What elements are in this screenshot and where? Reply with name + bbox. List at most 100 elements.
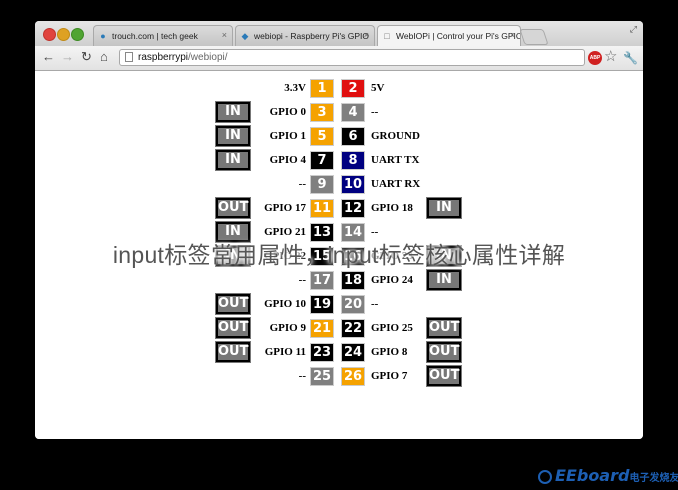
gpio-direction-button[interactable]: IN [426,269,462,291]
pin-label: GPIO 1 [269,130,306,142]
wrench-icon[interactable]: 🔧 [623,51,638,65]
gpio-direction-button[interactable]: IN [426,245,462,267]
adblock-icon[interactable]: ABP [588,51,602,65]
pin-4[interactable]: 4 [341,103,365,122]
pin-24[interactable]: 24 [341,343,365,362]
page-icon [125,52,133,62]
pin-15[interactable]: 15 [310,247,334,266]
pin-18[interactable]: 18 [341,271,365,290]
tab-title: WebIOPi | Control your Pi's GPIO [396,31,521,41]
pin-label: GPIO 22 [264,250,306,262]
pin-7[interactable]: 7 [310,151,334,170]
pin-label: GPIO 24 [371,274,413,286]
gpio-direction-button[interactable]: OUT [215,317,251,339]
pin-label: GPIO 11 [264,346,306,358]
pin-label: GPIO 25 [371,322,413,334]
tab-close-icon[interactable]: × [221,30,227,40]
pin-16[interactable]: 16 [341,247,365,266]
pin-3[interactable]: 3 [310,103,334,122]
pin-23[interactable]: 23 [310,343,334,362]
tab-webiopi-control[interactable]: □ WebIOPi | Control your Pi's GPIO × [377,25,521,46]
pin-label: GPIO 0 [269,106,306,118]
gpio-direction-button[interactable]: OUT [215,293,251,315]
pin-label: -- [371,226,379,238]
pin-1: 1 [310,79,334,98]
pin-label: GROUND [371,130,420,142]
url-path: /webiopi/ [188,52,228,63]
pin-8[interactable]: 8 [341,151,365,170]
tab-close-icon[interactable]: × [363,30,369,40]
browser-toolbar: ← → ↻ ⌂ raspberrypi/webiopi/ ABP ☆ 🔧 [35,46,643,71]
pin-25[interactable]: 25 [310,367,334,386]
pin-2: 2 [341,79,365,98]
pin-21[interactable]: 21 [310,319,334,338]
gpio-direction-button[interactable]: OUT [426,317,462,339]
tab-strip: ● trouch.com | tech geek × ◆ webiopi - R… [35,21,643,46]
pin-17[interactable]: 17 [310,271,334,290]
pin-10[interactable]: 10 [341,175,365,194]
gpio-direction-button[interactable]: IN [215,125,251,147]
pin-11[interactable]: 11 [310,199,334,218]
pin-label: -- [371,106,379,118]
tab-trouch[interactable]: ● trouch.com | tech geek × [93,25,233,46]
pin-5[interactable]: 5 [310,127,334,146]
pin-label: GPIO 21 [264,226,306,238]
url-host: raspberrypi [138,52,189,63]
pin-label: -- [298,178,306,190]
address-bar[interactable]: raspberrypi/webiopi/ [119,49,585,66]
page-favicon-icon: □ [384,31,390,41]
gpio-direction-button[interactable]: OUT [215,341,251,363]
browser-window: ● trouch.com | tech geek × ◆ webiopi - R… [35,21,643,439]
tab-title: webiopi - Raspberry Pi's GPIO [254,31,369,41]
pin-9[interactable]: 9 [310,175,334,194]
gpio-direction-button[interactable]: IN [426,197,462,219]
gpio-direction-button[interactable]: IN [215,101,251,123]
pin-label: GPIO 7 [371,370,408,382]
back-arrow-icon[interactable]: ← [42,49,55,64]
pin-label: UART RX [371,178,421,190]
forward-arrow-icon[interactable]: → [61,49,74,64]
home-icon[interactable]: ⌂ [100,49,108,64]
bookmark-star-icon[interactable]: ☆ [604,48,618,65]
pin-label: GPIO 4 [269,154,306,166]
pin-label: UART TX [371,154,420,166]
gpio-direction-button[interactable]: IN [215,221,251,243]
pin-label: -- [298,370,306,382]
minimize-window-icon[interactable] [57,28,70,41]
gpio-direction-button[interactable]: OUT [215,197,251,219]
brand-sub: 电子发烧友 [629,473,678,484]
pin-12[interactable]: 12 [341,199,365,218]
pin-label: -- [298,274,306,286]
pin-26[interactable]: 26 [341,367,365,386]
brand-logo: EEboard电子发烧友 [538,466,678,486]
maximize-window-icon[interactable] [71,28,84,41]
pin-13[interactable]: 13 [310,223,334,242]
close-window-icon[interactable] [43,28,56,41]
tab-title: trouch.com | tech geek [112,31,198,41]
brand-logo-icon [538,469,552,484]
pin-22[interactable]: 22 [341,319,365,338]
pin-6[interactable]: 6 [341,127,365,146]
pin-20[interactable]: 20 [341,295,365,314]
drupal-favicon-icon: ● [100,31,106,41]
pin-label: -- [371,298,379,310]
pin-19[interactable]: 19 [310,295,334,314]
gpio-direction-button[interactable]: IN [215,245,251,267]
gpio-direction-button[interactable]: IN [215,149,251,171]
pin-label: GPIO 23 [371,250,413,262]
gpio-direction-button[interactable]: OUT [426,365,462,387]
reload-icon[interactable]: ↻ [81,49,92,64]
pin-label: GPIO 17 [264,202,306,214]
pin-label: 5V [371,82,385,94]
brand-name: EEboard [555,466,630,485]
tab-webiopi-code[interactable]: ◆ webiopi - Raspberry Pi's GPIO × [235,25,375,46]
pin-label: GPIO 18 [371,202,413,214]
gpio-direction-button[interactable]: OUT [426,341,462,363]
pin-14[interactable]: 14 [341,223,365,242]
pin-label: GPIO 10 [264,298,306,310]
new-tab-button[interactable] [519,29,549,45]
fullscreen-icon[interactable]: ⤢ [629,24,637,34]
tab-close-icon[interactable]: × [509,30,515,40]
pin-label: GPIO 9 [269,322,306,334]
